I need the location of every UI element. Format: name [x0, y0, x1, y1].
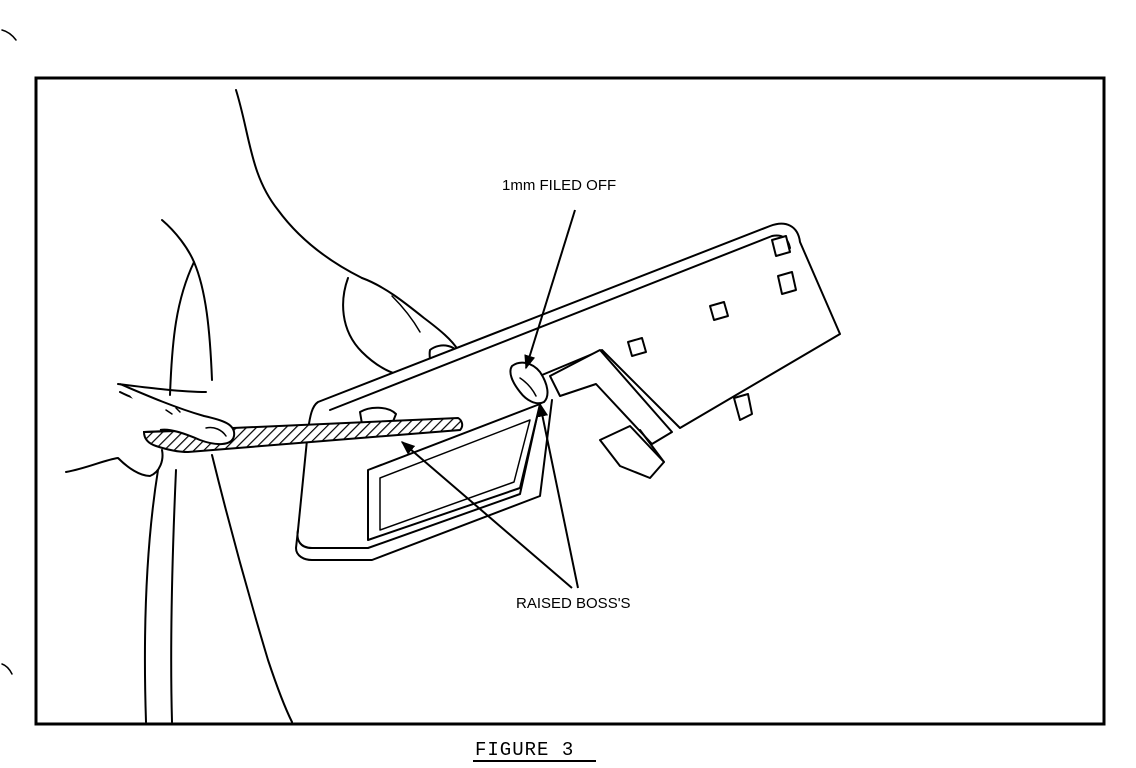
slot-2 [709, 301, 729, 321]
arrow-raised-boss-left [400, 441, 573, 589]
arrow-raised-boss-right [537, 402, 579, 589]
label-raised-bosses: RAISED BOSS'S [516, 595, 631, 612]
scan-mark-bottom-left [1, 663, 13, 675]
slot-3 [777, 271, 797, 295]
plastic-part [295, 222, 841, 561]
slot-1 [627, 337, 647, 357]
label-filed-off: 1mm FILED OFF [502, 177, 616, 194]
figure-frame [34, 76, 1106, 726]
arrow-filed-off [524, 209, 576, 370]
scan-mark-top-left [1, 29, 17, 41]
person-figure [65, 89, 363, 723]
slot-4 [771, 235, 791, 257]
index-finger [119, 383, 236, 446]
figure-caption: FIGURE 3 [475, 739, 574, 761]
